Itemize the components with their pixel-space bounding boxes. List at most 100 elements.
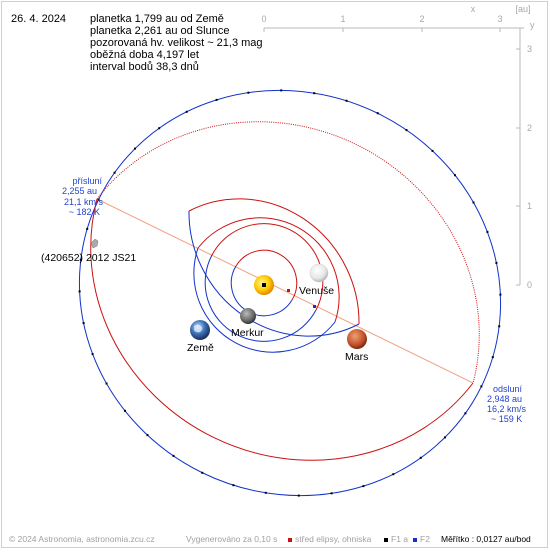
asteroid-position-dot	[79, 258, 82, 261]
info-line-magnitude: pozorovaná hv. velikost ~ 21,3 mag	[90, 37, 263, 49]
info-line-interval: interval bodů 38,3 dnů	[90, 61, 199, 73]
earth-label: Země	[187, 342, 214, 354]
x-tick-label: 0	[261, 14, 266, 24]
mars-label: Mars	[345, 351, 368, 363]
asteroid-position-dot	[113, 171, 116, 174]
info-line-period: oběžná doba 4,197 let	[90, 49, 199, 61]
asteroid-position-dot	[313, 92, 316, 95]
x-tick-label: 2	[419, 14, 424, 24]
asteroid-position-dot	[491, 356, 494, 359]
legend-f2: F2	[413, 534, 430, 544]
legend-red-dot-icon	[288, 537, 292, 542]
asteroid-position-dot	[215, 98, 218, 101]
x-tick-label: 1	[340, 14, 345, 24]
y-tick-label: 2	[527, 123, 532, 133]
asteroid-position-dot	[498, 325, 501, 328]
y-tick-label: 3	[527, 44, 532, 54]
asteroid-position-dot	[297, 494, 300, 497]
asteroid-position-dot	[134, 147, 136, 150]
asteroid-position-dot	[124, 409, 126, 412]
mercury	[240, 308, 256, 324]
asteroid-position-dot	[454, 174, 456, 177]
asteroid-position-dot	[86, 227, 89, 230]
y-tick-label: 0	[527, 280, 532, 290]
asteroid-position-dot	[105, 382, 108, 385]
x-axis-label: x	[471, 4, 476, 14]
asteroid-orbit	[78, 89, 502, 497]
footer-generated: Vygenerováno za 0,10 s	[186, 534, 278, 544]
asteroid-position-dot	[280, 89, 283, 92]
asteroid-position-dot	[499, 293, 502, 296]
venus-orbit	[204, 223, 324, 342]
asteroid-label: (420652) 2012 JS21	[41, 252, 136, 264]
y-axis-label: y	[530, 20, 535, 30]
legend-f2-label: F2	[420, 534, 430, 544]
legend-center-label: střed elipsy, ohniska	[295, 534, 372, 544]
asteroid-position-dot	[330, 492, 333, 495]
aphelion-temperature: ~ 159 K	[491, 414, 522, 424]
asteroid-position-dot	[362, 485, 365, 488]
asteroid-position-dot	[185, 110, 188, 113]
apsides-line	[96, 198, 474, 384]
asteroid-position-dot	[486, 230, 489, 233]
footer-scale: Měřítko : 0,0127 au/bod	[441, 534, 531, 544]
asteroid-position-dot	[82, 322, 85, 325]
asteroid-position-dot	[345, 99, 348, 102]
venus-label: Venuše	[299, 285, 334, 297]
legend-blue-dot-icon	[413, 537, 417, 542]
focus-f2-mark	[313, 305, 316, 308]
axis-unit-label: [au]	[515, 4, 530, 14]
asteroid-info: planetka 1,799 au od Země planetka 2,261…	[90, 13, 263, 73]
date-label: 26. 4. 2024	[11, 13, 67, 25]
asteroid-position-dot	[444, 436, 446, 439]
ellipse-center-mark	[287, 289, 290, 292]
asteroid-position-dot	[405, 129, 408, 132]
legend-black-dot-icon	[384, 537, 388, 542]
info-line-sun-distance: planetka 2,261 au od Slunce	[90, 25, 230, 37]
perihelion-speed: 21,1 km/s	[64, 197, 104, 207]
aphelion-speed: 16,2 km/s	[487, 404, 527, 414]
asteroid-position-dot	[472, 201, 475, 204]
asteroid-position-dot	[172, 454, 175, 457]
asteroid-position-dot	[146, 434, 149, 437]
legend-f1-label: F1 a	[391, 534, 409, 544]
y-tick-label: 1	[527, 201, 532, 211]
x-axis	[263, 27, 524, 32]
y-axis	[516, 28, 521, 286]
asteroid-position-dot	[201, 471, 204, 474]
asteroid-position-dot	[78, 290, 81, 293]
earth	[190, 320, 210, 340]
aphelion-title: odsluní	[493, 384, 523, 394]
legend-center: střed elipsy, ohniska	[288, 534, 371, 544]
asteroid-position-dot	[419, 456, 422, 459]
info-line-earth-distance: planetka 1,799 au od Země	[90, 13, 224, 25]
mars	[347, 329, 367, 349]
asteroid-position-dot	[392, 473, 395, 476]
earth-orbit	[193, 217, 340, 353]
perihelion-distance: 2,255 au	[62, 186, 97, 196]
legend-f1: F1 a	[384, 534, 408, 544]
asteroid-position-dot	[264, 491, 267, 494]
asteroid-position-dot	[97, 198, 100, 201]
perihelion-title: přísluní	[72, 176, 102, 186]
perihelion-temperature: ~ 182 K	[69, 207, 100, 217]
asteroid-position-dot	[480, 385, 483, 388]
asteroid-position-dot	[464, 412, 467, 415]
footer-copyright: © 2024 Astronomia, astronomia.zcu.cz	[9, 534, 155, 544]
asteroid-position-dot	[247, 91, 250, 94]
asteroid-position-dot	[376, 112, 379, 115]
asteroid-position-dots	[78, 89, 502, 497]
asteroid-position-dot	[495, 261, 498, 264]
asteroid-position-dot	[431, 149, 434, 152]
asteroid-position-dot	[232, 484, 235, 487]
aphelion-distance: 2,948 au	[487, 394, 522, 404]
asteroid-position-dot	[91, 353, 94, 356]
sun	[254, 275, 274, 295]
venus	[309, 263, 329, 283]
x-tick-label: 3	[497, 14, 502, 24]
asteroid-position-dot	[158, 127, 161, 130]
asteroid	[90, 238, 99, 249]
mercury-label: Merkur	[231, 327, 264, 339]
